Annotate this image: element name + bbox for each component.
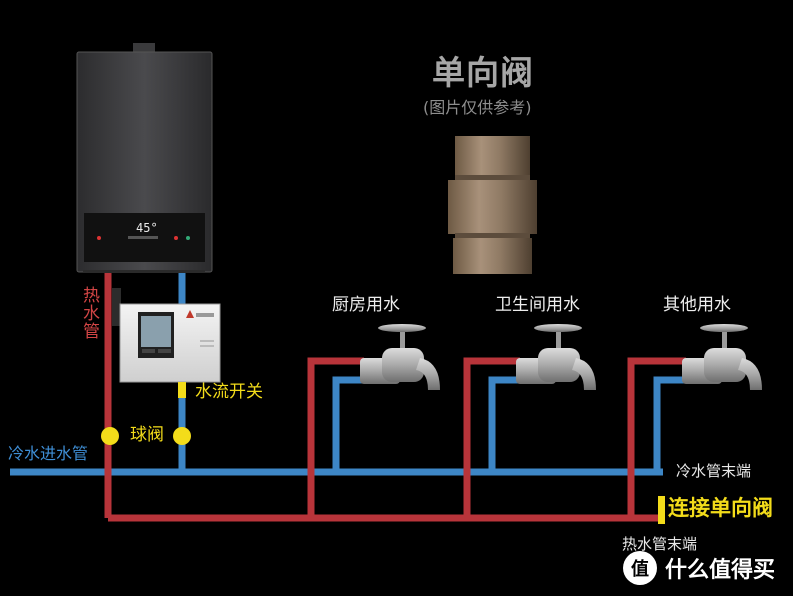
cold-end-label: 冷水管末端: [676, 462, 752, 480]
hot-pipe-label-2: 水: [83, 304, 100, 324]
ball-valve-label: 球阀: [130, 425, 164, 445]
diagram-subtitle: (图片仅供参考): [423, 98, 532, 117]
tap-other: [682, 324, 762, 390]
hot-branch-bathroom: [463, 357, 520, 518]
hot-branch-other: [627, 357, 686, 518]
water-heater: 45°: [76, 43, 213, 273]
hot-branch-kitchen: [307, 357, 364, 518]
watermark-text: 什么值得买: [665, 558, 776, 583]
hot-pipe-label-1: 热: [83, 286, 100, 306]
cold-inlet-label: 冷水进水管: [8, 444, 89, 463]
cold-branch-kitchen: [332, 376, 364, 472]
tap-kitchen: [360, 324, 440, 390]
flow-switch-label: 水流开关: [195, 382, 263, 402]
hot-water-pipes: [104, 270, 686, 522]
tap-bathroom: [516, 324, 596, 390]
heater-temperature-display: 45°: [136, 221, 158, 235]
hot-pipe-label-3: 管: [83, 322, 100, 342]
kitchen-label: 厨房用水: [332, 295, 400, 315]
diagram-title: 单向阀: [432, 53, 534, 92]
ball-valve-hot: [101, 427, 119, 445]
ball-valve-cold: [173, 427, 191, 445]
cold-branch-bathroom: [488, 376, 520, 472]
connect-check-valve-label: 连接单向阀: [668, 496, 773, 520]
check-valve-marker: [658, 496, 665, 524]
other-label: 其他用水: [663, 295, 731, 315]
svg-text:值: 值: [631, 558, 649, 580]
check-valve-image: [448, 136, 537, 274]
watermark-logo-icon: 值: [623, 551, 657, 585]
hot-end-label: 热水管末端: [622, 535, 698, 553]
cold-branch-other: [653, 376, 686, 472]
bathroom-label: 卫生间用水: [495, 295, 580, 315]
flow-switch-controller: [112, 288, 221, 398]
